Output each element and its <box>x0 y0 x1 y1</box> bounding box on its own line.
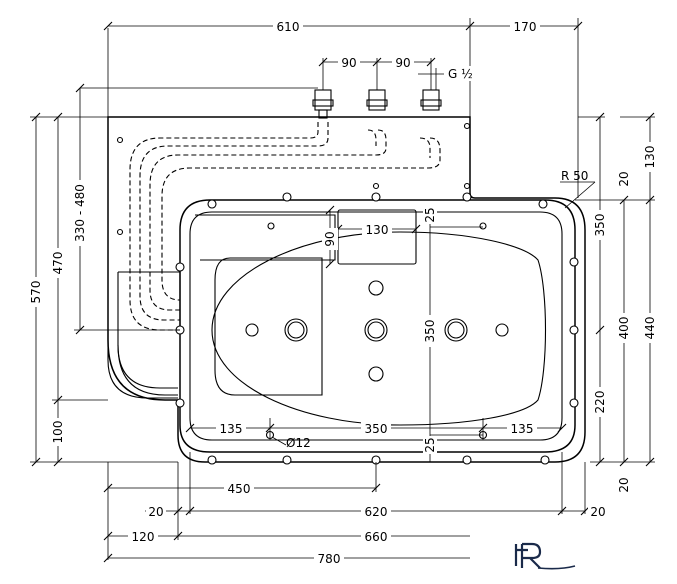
dim-bottom-120: 120 <box>132 530 155 544</box>
dim-offset-25-top: 25 <box>423 207 437 222</box>
dim-right-130: 130 <box>643 146 657 169</box>
dim-spacing-2: 90 <box>395 56 410 70</box>
jet-hole <box>245 323 259 337</box>
dim-offset-25-bottom: 25 <box>423 437 437 452</box>
jet-hole <box>287 321 305 339</box>
dim-right-offset: 170 <box>514 20 537 34</box>
hidden-pipes <box>129 122 441 331</box>
dim-left-mid: 470 <box>51 252 65 275</box>
mounting-pins <box>116 122 579 465</box>
dim-bottom-780: 780 <box>318 552 341 566</box>
dim-right-20-low: 20 <box>617 477 631 492</box>
jet-hole <box>368 366 384 382</box>
dim-top-width: 610 <box>277 20 300 34</box>
jet-hole <box>447 321 465 339</box>
dim-step-width: 130 <box>366 223 389 237</box>
drain-pipe <box>107 330 178 399</box>
dim-bottom-20: 20 <box>148 505 163 519</box>
jet-hole <box>267 222 275 230</box>
dim-right-440: 440 <box>643 317 657 340</box>
dim-center-350: 350 <box>423 320 437 343</box>
dim-right-350: 350 <box>593 214 607 237</box>
logo-mark <box>514 542 576 570</box>
dim-bottom-350: 350 <box>365 422 388 436</box>
basin-inner <box>189 211 563 441</box>
dim-right-220: 220 <box>593 391 607 414</box>
dim-lower-left: 100 <box>51 421 65 444</box>
jet-hole <box>367 321 385 339</box>
dim-bottom-660: 660 <box>365 530 388 544</box>
seat-ledge <box>195 214 336 261</box>
dim-bottom-450: 450 <box>228 482 251 496</box>
basin-rim <box>179 199 576 453</box>
dim-right-400: 400 <box>617 317 631 340</box>
backrest <box>214 257 323 396</box>
dim-right-20-bottom: 20 <box>590 505 605 519</box>
dim-radius: R 50 <box>561 169 588 183</box>
jet-hole <box>495 323 509 337</box>
dim-hole-diameter: Ø12 <box>286 436 311 450</box>
dim-spacing-1: 90 <box>341 56 356 70</box>
jet-hole <box>479 222 487 230</box>
dimension-lines <box>30 18 655 560</box>
tub-outline <box>107 116 586 463</box>
dim-bottom-620: 620 <box>365 505 388 519</box>
dim-thread: G ½ <box>448 67 473 81</box>
dim-right-20-top: 20 <box>617 171 631 186</box>
dim-margin-135-left: 135 <box>220 422 243 436</box>
connector-fittings <box>312 89 442 119</box>
dim-margin-135-right: 135 <box>511 422 534 436</box>
jet-hole <box>368 280 384 296</box>
dim-step-height: 90 <box>323 231 337 246</box>
dim-left-height: 570 <box>29 281 43 304</box>
dimension-ticks <box>31 21 655 563</box>
dim-connection-range: 330 - 480 <box>73 184 87 242</box>
